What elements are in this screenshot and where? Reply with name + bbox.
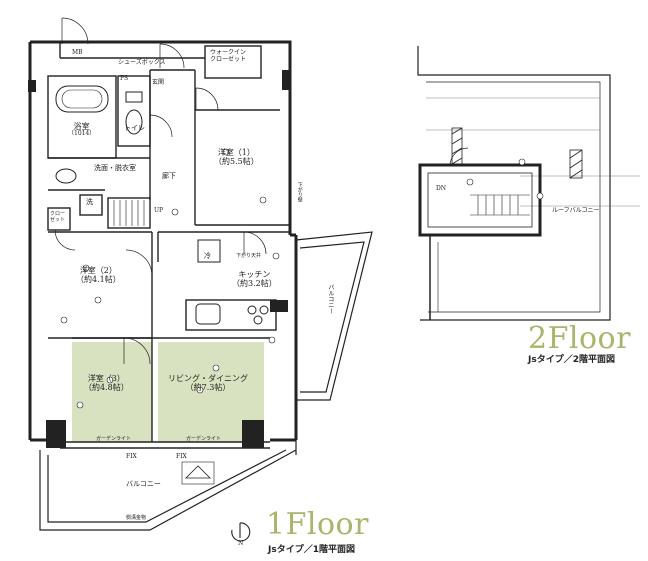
room-western3-name: 洋室（3）	[87, 374, 125, 383]
outer-walls	[28, 40, 298, 442]
mark-fix-right: FIX	[176, 453, 187, 460]
room-kitchen: キッチン （約3.2帖）	[232, 270, 277, 288]
compass-icon	[231, 522, 251, 542]
room-kitchen-area: （約3.2帖）	[232, 279, 277, 289]
stair-room-2f	[418, 163, 542, 237]
compass-label: N	[238, 540, 244, 547]
room-western1: 洋室（1） （約5.5帖）	[214, 148, 259, 166]
room-bath-name: 浴室	[73, 122, 90, 131]
interior-walls	[47, 42, 290, 449]
mark-garden-light-right: ガーデンライト	[186, 436, 222, 442]
kitchen-stove	[247, 305, 269, 325]
room-balcony-side: バルコニー	[326, 284, 334, 314]
mark-wall-vertical: 下がり壁	[296, 182, 303, 202]
room-western2-name: 洋室（2）	[79, 266, 117, 275]
room-bath: 浴室 （1014）	[68, 122, 95, 138]
mark-dn: DN	[436, 185, 447, 192]
electrical-symbols	[60, 148, 280, 409]
floor2-subtitle: Jsタイプ／2階平面図	[528, 355, 615, 365]
mark-mat: 側溝金物	[126, 515, 147, 521]
room-living-name: リビング・ダイニング	[168, 374, 248, 383]
mark-roof-balcony: ルーフバルコニー	[552, 207, 600, 214]
room-toilet: トイレ	[124, 124, 145, 132]
floor1-plan	[28, 17, 373, 531]
room-hallway: 廊下	[162, 172, 176, 180]
room-closet: クロー ゼット	[50, 211, 66, 223]
floor2-plan	[417, 46, 640, 321]
mark-fix-left: FIX	[126, 453, 137, 460]
room-washroom: 洗面・脱衣室	[94, 164, 136, 172]
room-shoes: シューズボックス	[118, 59, 166, 66]
room-western1-name: 洋室（1）	[217, 148, 255, 157]
door-swings	[54, 17, 267, 365]
room-walkin: ウォークイン クローゼット	[210, 49, 247, 63]
room-kitchen-name: キッチン	[238, 270, 271, 279]
room-western1-area: （約5.5帖）	[214, 157, 259, 167]
mark-mb: MB	[72, 49, 83, 56]
room-living: リビング・ダイニング （約7.3帖）	[168, 374, 248, 392]
room-living-area: （約7.3帖）	[185, 383, 231, 393]
bathtub	[55, 85, 109, 113]
balcony-bottom	[39, 440, 297, 531]
kitchen-sink	[195, 303, 221, 325]
room-western3-area: （約4.8帖）	[84, 383, 129, 393]
room-western2: 洋室（2） （約4.1帖）	[76, 266, 121, 284]
room-balcony-bottom: バルコニー	[126, 480, 161, 488]
room-entrance: 玄関	[152, 79, 165, 86]
mark-lowered-ceiling: 下がり天井	[236, 253, 262, 259]
mark-wash: 洗	[86, 198, 93, 206]
hatched-columns	[451, 127, 583, 179]
mark-fridge: 冷	[204, 252, 211, 260]
mark-garden-light-left: ガーデンライト	[96, 436, 132, 442]
room-western2-area: （約4.1帖）	[76, 275, 121, 285]
room-bath-area: （1014）	[68, 130, 96, 138]
floor1-title: 1Floor	[266, 507, 369, 542]
mark-ps: PS	[120, 75, 129, 82]
floor1-subtitle: Jsタイプ／1階平面図	[268, 545, 355, 555]
balcony-side	[295, 231, 373, 401]
stair-1f	[113, 200, 145, 226]
mark-up: UP	[154, 207, 164, 214]
room-western3: 洋室（3） （約4.8帖）	[84, 374, 129, 392]
inner-wall-blocks	[28, 70, 290, 448]
stair-2f	[470, 194, 530, 216]
floor2-title: 2Floor	[528, 321, 631, 356]
toilet-fixture	[125, 109, 143, 135]
western3-floor-fill	[72, 342, 152, 442]
